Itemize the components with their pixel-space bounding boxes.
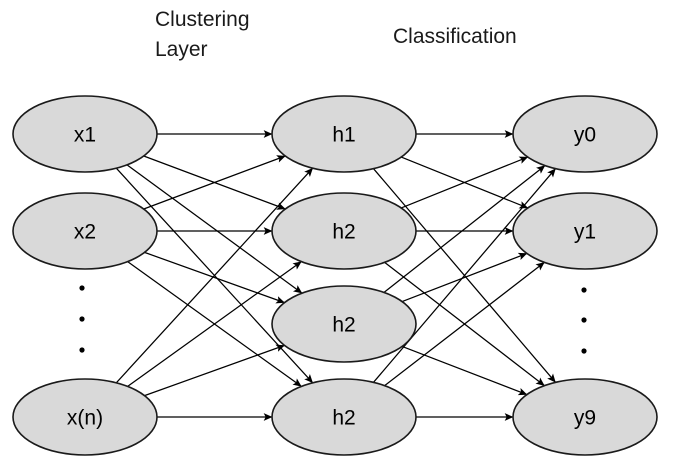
- network-node-x2: x2: [12, 192, 158, 270]
- node-ellipse: [271, 378, 417, 456]
- connection-edge: [401, 156, 529, 209]
- node-label: y0: [574, 124, 596, 147]
- nodes-group: x1 x2 x(n) h1 h2 h2 h2 y0 y1 y9: [12, 95, 658, 456]
- connection-edge: [143, 155, 286, 210]
- node-ellipse: [512, 192, 658, 270]
- network-node-h2: h2: [271, 285, 417, 363]
- node-label: y9: [574, 407, 596, 430]
- node-label: x2: [74, 221, 96, 244]
- connection-edge: [384, 261, 545, 387]
- node-ellipse: [12, 192, 158, 270]
- connection-edge: [401, 252, 528, 303]
- vertical-ellipsis-dot: [581, 287, 587, 293]
- node-ellipse: [12, 378, 158, 456]
- classification-header: Classification: [393, 25, 517, 48]
- connection-edge: [144, 251, 285, 304]
- network-node-y0: y0: [512, 95, 658, 173]
- node-label: h2: [332, 221, 355, 244]
- connection-edge: [373, 168, 556, 383]
- network-node-h1: h1: [271, 95, 417, 173]
- network-node-xn: x(n): [12, 378, 158, 456]
- node-label: h2: [332, 407, 355, 430]
- connections-group: [115, 130, 556, 421]
- connection-edge: [127, 261, 302, 387]
- connection-edge: [401, 345, 528, 396]
- vertical-ellipsis-dot: [79, 347, 85, 353]
- header-line: Clustering: [155, 8, 250, 31]
- connection-edge: [115, 167, 314, 384]
- network-node-y1: y1: [512, 192, 658, 270]
- node-ellipse: [512, 95, 658, 173]
- node-label: h1: [332, 124, 355, 147]
- node-label: h2: [332, 314, 355, 337]
- connection-edge: [126, 164, 303, 294]
- node-label: y1: [574, 221, 596, 244]
- node-label: x(n): [67, 407, 103, 430]
- vertical-ellipsis-dot: [581, 317, 587, 323]
- network-node-h2: h2: [271, 192, 417, 270]
- node-ellipse: [271, 95, 417, 173]
- header-line: Layer: [155, 38, 208, 61]
- network-node-h2: h2: [271, 378, 417, 456]
- node-ellipse: [271, 285, 417, 363]
- node-ellipse: [512, 378, 658, 456]
- connection-edge: [383, 165, 546, 293]
- vertical-ellipsis-dot: [581, 348, 587, 354]
- vertical-ellipsis-dot: [79, 316, 85, 322]
- network-node-x1: x1: [12, 95, 158, 173]
- vertical-ellipsis-dot: [79, 285, 85, 291]
- node-ellipse: [271, 192, 417, 270]
- node-ellipse: [12, 95, 158, 173]
- header-line: Classification: [393, 25, 517, 48]
- network-node-y9: y9: [512, 378, 658, 456]
- ellipsis-group: [79, 285, 587, 354]
- connection-edge: [144, 344, 285, 397]
- node-label: x1: [74, 124, 96, 147]
